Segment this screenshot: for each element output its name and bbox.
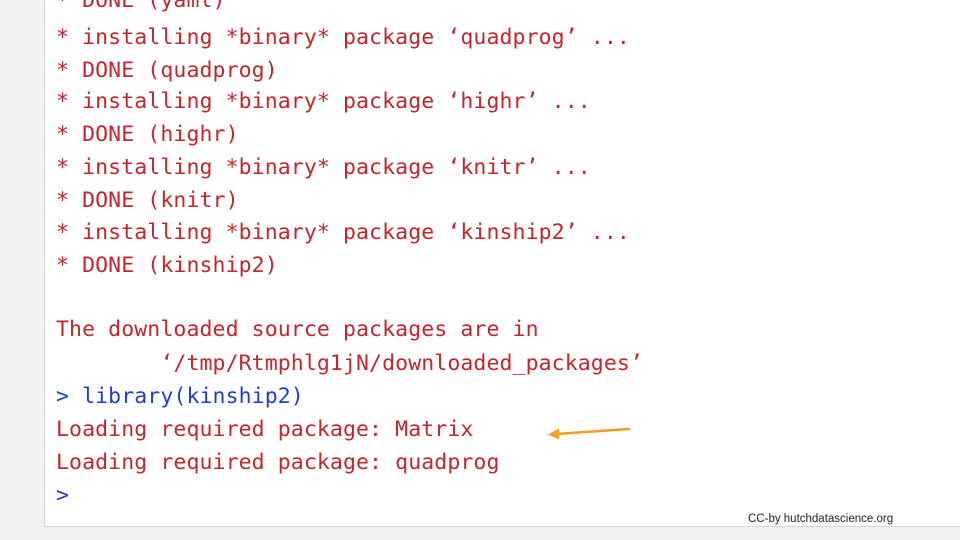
console-line-done-yaml: * DONE (yaml) [56,0,226,13]
console-line-loading-quadprog: Loading required package: quadprog [56,450,500,475]
r-console-panel[interactable] [44,0,960,527]
console-prompt[interactable]: > [56,483,70,508]
left-arrow-icon [548,427,631,440]
console-line-loading-matrix: Loading required package: Matrix [56,417,474,442]
console-line-library-command: > library(kinship2) [56,384,304,409]
console-line-done-quadprog: * DONE (quadprog) [56,58,278,83]
console-line-done-kinship2: * DONE (kinship2) [56,253,278,278]
console-line-installing-kinship2: * installing *binary* package ‘kinship2’… [56,220,630,245]
console-line-download-path: ‘/tmp/Rtmphlg1jN/downloaded_packages’ [56,351,643,376]
console-line-installing-quadprog: * installing *binary* package ‘quadprog’… [56,25,630,50]
credit-text: CC-by hutchdatascience.org [748,513,894,525]
console-line-done-highr: * DONE (highr) [56,122,239,147]
console-line-installing-highr: * installing *binary* package ‘highr’ ..… [56,89,591,114]
console-line-installing-knitr: * installing *binary* package ‘knitr’ ..… [56,155,591,180]
console-line-downloaded-packages: The downloaded source packages are in [56,317,539,342]
console-line-done-knitr: * DONE (knitr) [56,188,239,213]
